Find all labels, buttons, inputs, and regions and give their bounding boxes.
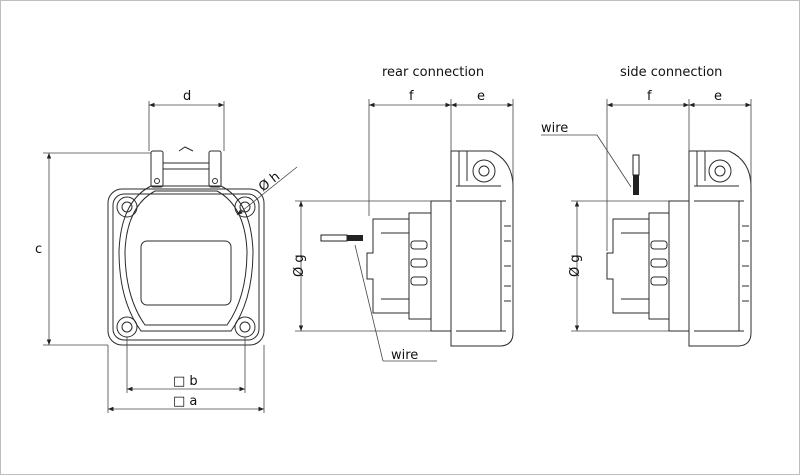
dim-a-label: □ a (173, 394, 197, 409)
dim-c: c (35, 152, 151, 346)
front-label-window (140, 240, 232, 306)
dim-b-label: □ b (173, 374, 198, 389)
rear-front-plate (450, 150, 514, 347)
side-hinge-outer (708, 159, 732, 183)
side-wire: wire (541, 121, 640, 195)
dim-f-side-label: f (647, 89, 652, 104)
front-mounting-holes (116, 196, 256, 338)
rear-connection-title: rear connection (382, 65, 484, 80)
dim-c-label: c (35, 242, 42, 257)
dim-g-side-label: Ø g (568, 254, 583, 277)
side-terminal-screws (650, 240, 668, 286)
dim-g-rear-label: Ø g (292, 254, 307, 277)
dim-d: d (148, 89, 225, 151)
rear-terminal-screws (410, 240, 428, 286)
rear-connection-view: rear connection wire (292, 65, 514, 363)
dim-fe-rear: f e (368, 89, 514, 216)
dim-g-rear: Ø g (292, 200, 431, 332)
front-lid-rim (124, 190, 248, 326)
dim-h-label: Ø h (256, 169, 283, 195)
rear-wire: wire (320, 234, 437, 363)
dim-a: □ a (107, 345, 265, 413)
side-insert-collar (668, 200, 690, 332)
dim-e-rear-label: e (477, 89, 485, 104)
dim-b: □ b (126, 337, 246, 393)
rear-wire-label: wire (391, 348, 418, 363)
dim-f-rear-label: f (409, 89, 414, 104)
front-lid-body (118, 185, 254, 332)
side-hinge-inner (714, 165, 726, 177)
rear-insert-body (408, 212, 432, 320)
rear-hinge-inner (478, 165, 490, 177)
dim-g-side: Ø g (568, 200, 669, 332)
dim-fe-side: f e (606, 89, 752, 251)
rear-terminal-block (366, 218, 410, 314)
front-flange-inner (112, 193, 260, 341)
dim-d-label: d (183, 89, 191, 104)
side-connection-title: side connection (620, 65, 722, 80)
side-front-plate (688, 150, 752, 347)
side-connection-view: side connection wire (541, 65, 752, 347)
dim-h: Ø h (236, 166, 298, 216)
rear-insert-collar (430, 200, 452, 332)
dim-e-side-label: e (714, 89, 722, 104)
front-flange-outer (107, 188, 265, 346)
side-wire-label: wire (541, 121, 568, 136)
front-hinge (150, 146, 222, 188)
front-view: d c □ b □ a Ø h (35, 89, 298, 413)
side-terminal-block (606, 218, 650, 314)
rear-hinge-outer (472, 159, 496, 183)
